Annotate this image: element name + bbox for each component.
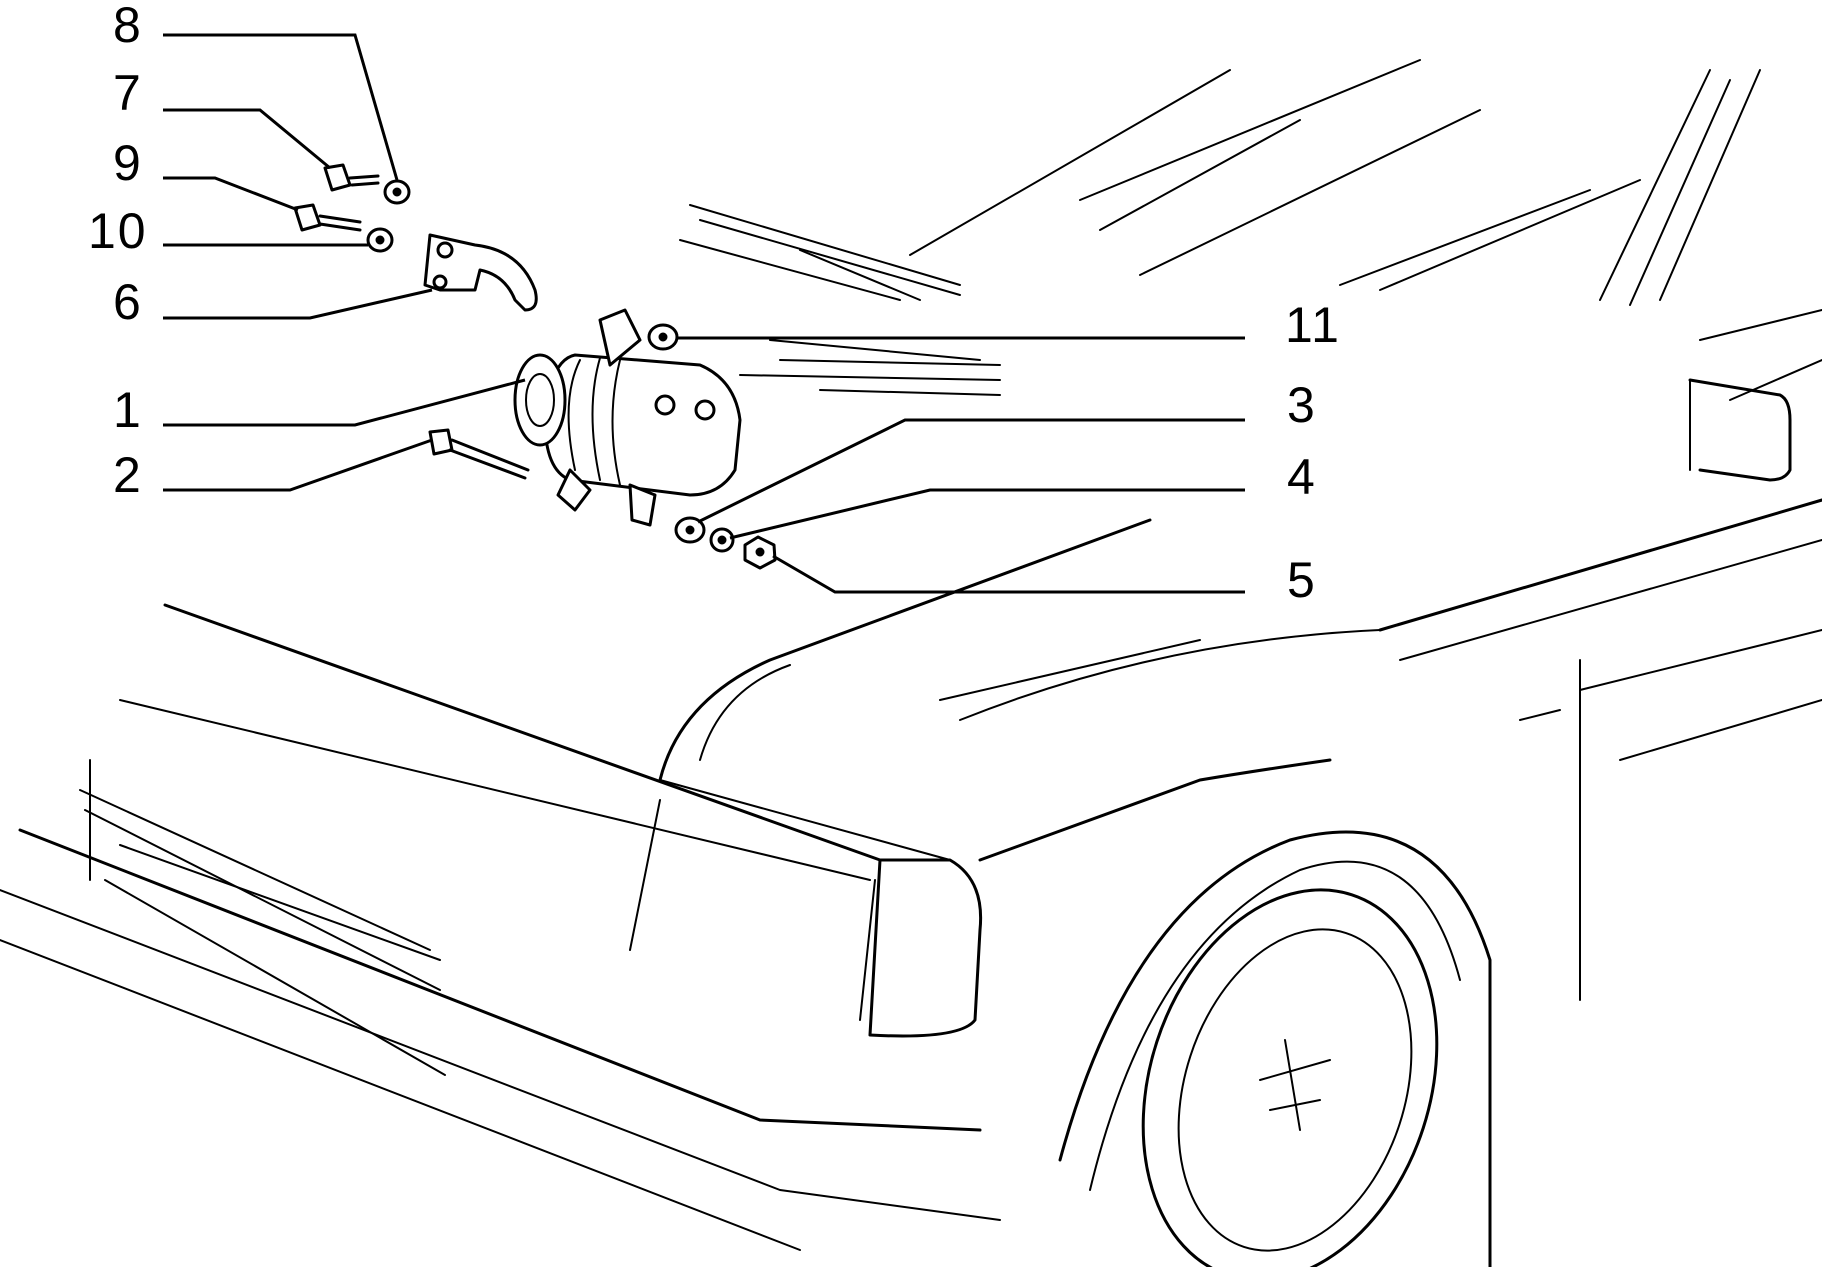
leader-9 (163, 176, 299, 212)
leader-1 (163, 378, 526, 427)
callout-4: 4 (1287, 449, 1317, 505)
leader-5 (772, 554, 1245, 594)
leader-6 (163, 288, 433, 320)
nut-part-11 (647, 323, 679, 351)
lock-washer-part-4 (709, 527, 735, 553)
leader-3 (697, 418, 1245, 524)
leader-7 (163, 108, 331, 170)
callout-8: 8 (113, 0, 143, 53)
leader-2 (163, 438, 433, 492)
bolt-part-7 (323, 163, 380, 192)
washer-part-3 (674, 516, 706, 544)
leader-lines (163, 33, 1245, 594)
leader-4 (729, 488, 1245, 540)
callout-3: 3 (1287, 377, 1317, 433)
compressor-assembly (513, 308, 742, 527)
callout-6: 6 (113, 274, 143, 330)
leader-8 (163, 33, 399, 181)
bolt-part-9 (293, 203, 362, 232)
callout-9: 9 (113, 135, 143, 191)
callout-1: 1 (113, 382, 143, 438)
callout-7: 7 (113, 65, 143, 121)
washer-part-8 (383, 179, 411, 205)
callout-11: 11 (1285, 297, 1341, 353)
nut-part-5 (743, 535, 777, 570)
bolt-part-2 (428, 428, 530, 480)
nut-part-10 (366, 227, 394, 253)
car-body (0, 59, 1822, 1267)
callout-2: 2 (113, 447, 143, 503)
callout-5: 5 (1287, 552, 1317, 608)
callout-10: 10 (88, 203, 148, 259)
bracket-part-6 (423, 233, 538, 312)
